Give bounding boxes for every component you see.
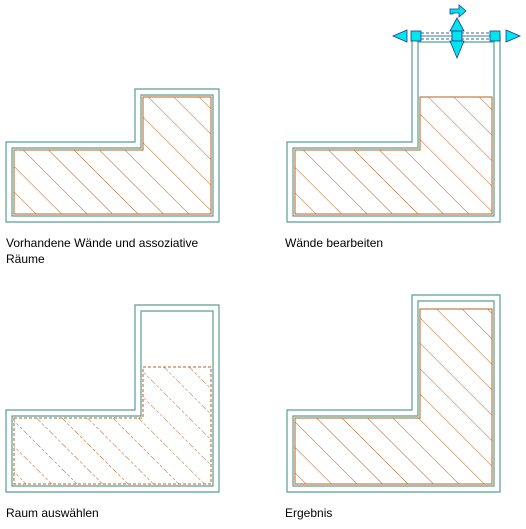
wall-outer: [5, 304, 220, 493]
grip-center-square[interactable]: [451, 30, 463, 42]
grip-bottom-arrow[interactable]: [449, 40, 465, 60]
space-hatch: [13, 96, 212, 215]
space-selected-hatch: [13, 366, 212, 485]
wall-outer: [286, 294, 501, 493]
grip-right-square[interactable]: [489, 30, 501, 42]
caption-result: Ergebnis: [285, 506, 333, 520]
caption-edit-walls: Wände bearbeiten: [285, 236, 384, 250]
wall-inner: [292, 300, 495, 487]
caption-existing: Vorhandene Wände und assoziative Räume: [6, 236, 199, 266]
wall-inner: [11, 94, 214, 217]
space-hatch: [294, 308, 493, 485]
space-hatch: [294, 96, 493, 215]
grip-flip-arrow-icon[interactable]: [449, 4, 467, 18]
grip-right-arrow[interactable]: [505, 29, 522, 43]
wall-outer: [5, 88, 220, 223]
caption-select-space: Raum auswählen: [6, 506, 99, 520]
grip-top-arrow[interactable]: [449, 17, 465, 32]
wall-inner: [11, 310, 214, 487]
grip-left-square[interactable]: [410, 30, 422, 42]
grip-left-arrow[interactable]: [391, 29, 408, 43]
panel-edit-walls: [286, 4, 522, 223]
panel-existing: [5, 88, 220, 223]
panel-select-space: [5, 304, 220, 493]
panel-result: [286, 294, 501, 493]
wall-inner: [292, 41, 495, 217]
